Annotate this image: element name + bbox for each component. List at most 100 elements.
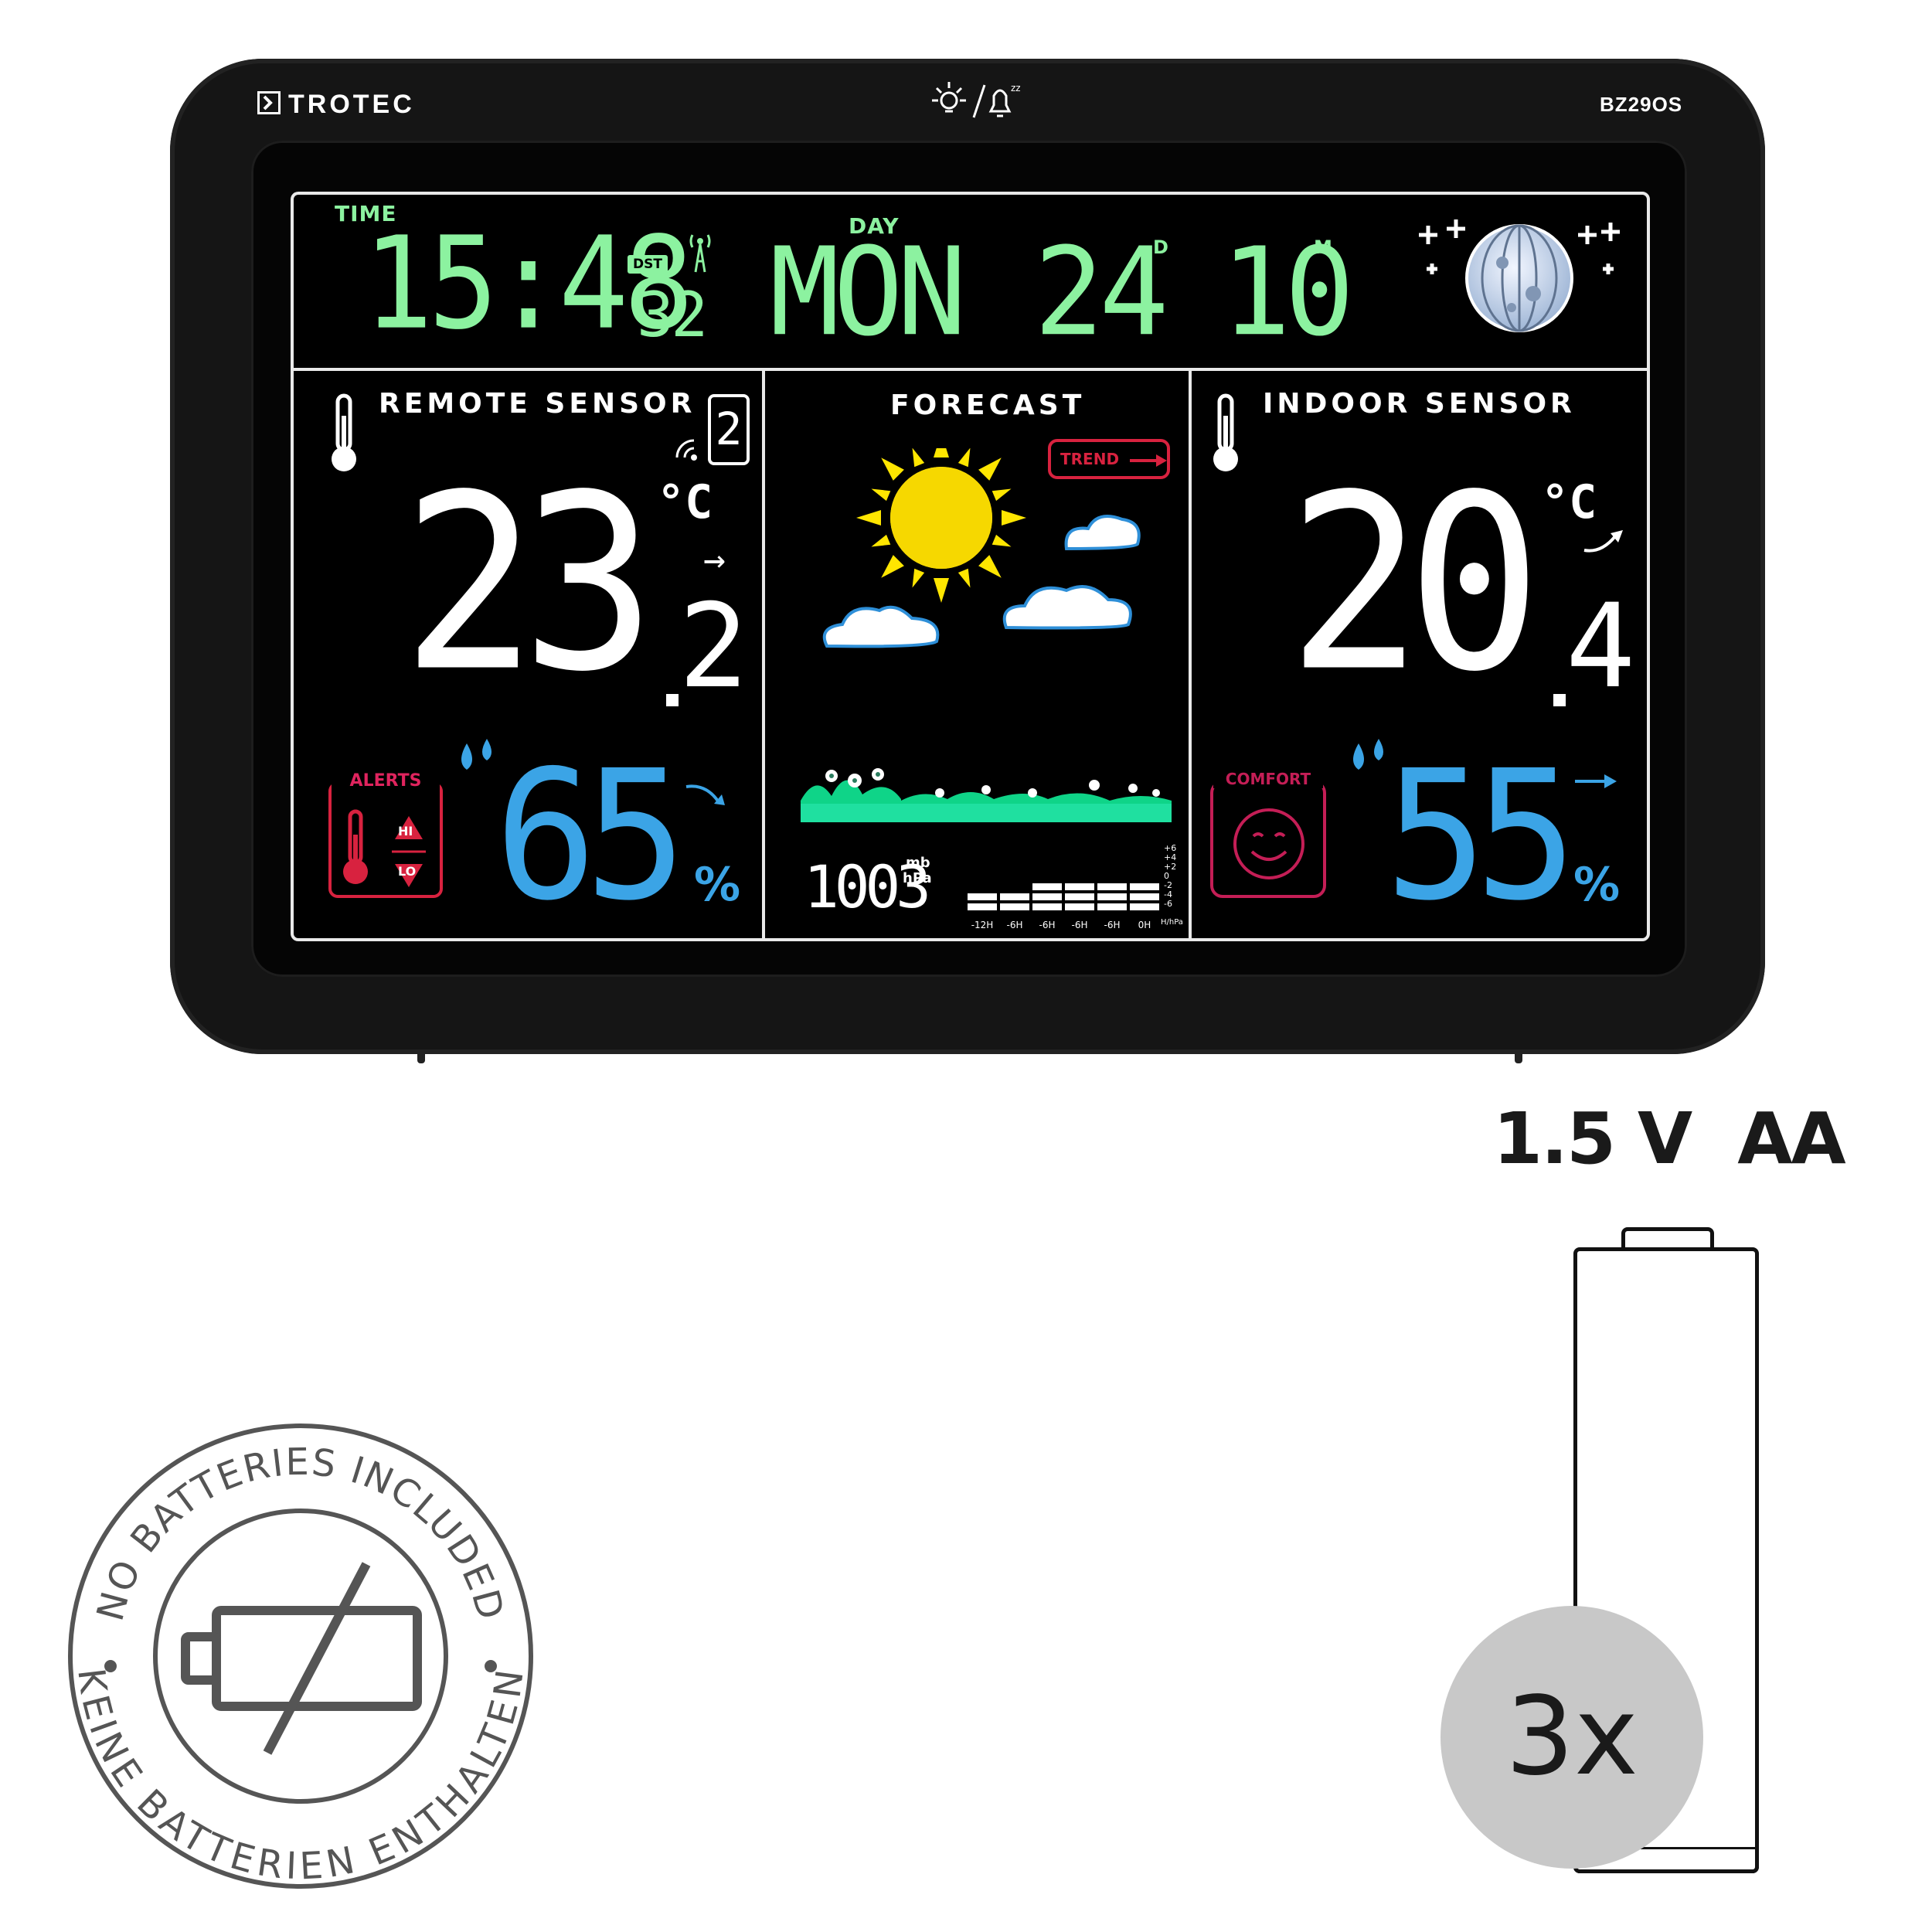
- light-snooze-button[interactable]: zz: [920, 77, 1036, 124]
- pressure-unit-hpa: hPa: [903, 870, 932, 886]
- crossed-battery-icon: [181, 1562, 422, 1755]
- date-month: 10: [1221, 222, 1355, 364]
- remote-temperature-unit: °C: [657, 475, 713, 529]
- alerts-indicator: ALERTS HI LO: [328, 771, 443, 898]
- device-foot-right: [1515, 1053, 1522, 1063]
- pressure-scale-label: +6: [1164, 843, 1177, 853]
- wireless-signal-icon: [674, 437, 700, 464]
- comfort-indicator: COMFORT: [1210, 770, 1326, 898]
- pressure-history-bar-segment: [1130, 883, 1159, 890]
- forecast-title: FORECAST: [890, 389, 1086, 421]
- dst-badge: DST: [628, 255, 668, 274]
- indoor-temperature-trend-arrow: [1581, 527, 1628, 558]
- clock-seconds: 32: [637, 279, 708, 351]
- pressure-history-label: -12H: [971, 920, 994, 930]
- pressure-history-bar-segment: [968, 903, 997, 910]
- comfort-smiley-icon: [1233, 808, 1304, 879]
- pressure-history-bar-segment: [1000, 893, 1029, 900]
- remote-temperature-trend-arrow: →: [703, 538, 726, 581]
- pressure-unit-mb: mb: [906, 855, 930, 871]
- no-batteries-stamp: NO BATTERIES INCLUDED KEINE BATTERIEN EN…: [65, 1420, 536, 1892]
- indoor-temperature-decimal: 4: [1566, 580, 1636, 714]
- battery-count-badge: 3x: [1440, 1606, 1703, 1869]
- no-batteries-text-bottom: KEINE BATTERIEN ENTHALTEN: [69, 1666, 531, 1889]
- pressure-history-bar-segment: [1065, 883, 1094, 890]
- pressure-history-bar-segment: [1032, 883, 1062, 890]
- remote-humidity-trend-arrow: [683, 779, 730, 810]
- svg-text:NO BATTERIES INCLUDED: NO BATTERIES INCLUDED: [89, 1440, 513, 1625]
- battery-terminal: [1621, 1227, 1714, 1250]
- pressure-history-bar-segment: [1065, 903, 1094, 910]
- indoor-temperature-integer: 20: [1287, 444, 1542, 726]
- pressure-scale-label: +2: [1164, 862, 1177, 872]
- pressure-history-bar-segment: [1097, 883, 1127, 890]
- indoor-temperature-decimal-point: [1553, 694, 1566, 706]
- weekday: MON: [770, 222, 967, 364]
- pressure-history-bar-segment: [1130, 893, 1159, 900]
- pressure-history-bar-segment: [1130, 903, 1159, 910]
- channel-indicator: 2: [708, 394, 750, 465]
- pressure-history-label: 0H: [1138, 920, 1151, 930]
- pressure-history-label: -6H: [1071, 920, 1088, 930]
- pressure-history-label: -6H: [1006, 920, 1023, 930]
- device-foot-left: [417, 1053, 425, 1063]
- pressure-scale-label: -2: [1164, 880, 1172, 890]
- indoor-humidity-unit: %: [1573, 858, 1621, 912]
- day-label: DAY: [849, 213, 900, 239]
- indoor-temperature-unit: °C: [1541, 475, 1597, 529]
- no-batteries-text-top: NO BATTERIES INCLUDED: [89, 1440, 512, 1625]
- pressure-scale-label: +4: [1164, 852, 1177, 862]
- pressure-history-bar-segment: [968, 893, 997, 900]
- pressure-history-bar-segment: [1032, 893, 1062, 900]
- humidity-drops-icon: [453, 736, 499, 785]
- indoor-sensor-title: INDOOR SENSOR: [1263, 388, 1576, 420]
- pressure-history-chart: -12H -6H -6H -6H -6H 0H: [968, 862, 1161, 932]
- light-icon: [932, 82, 966, 113]
- remote-humidity: 65: [495, 732, 687, 940]
- pressure-history-label: -6H: [1104, 920, 1121, 930]
- pressure-history-bar-segment: [1097, 903, 1127, 910]
- forecast-landscape-icon: [801, 757, 1172, 827]
- battery-spec: 1.5 V AA: [1493, 1097, 1846, 1180]
- remote-sensor-title: REMOTE SENSOR: [379, 388, 696, 420]
- remote-temperature-decimal: 2: [679, 580, 749, 714]
- pressure-scale-unit: H/hPa: [1161, 918, 1183, 927]
- trotec-logo-icon: [257, 91, 281, 114]
- moon-phase-icon: [1403, 216, 1635, 355]
- remote-humidity-unit: %: [694, 858, 741, 912]
- indoor-humidity-drops-icon: [1345, 736, 1391, 785]
- pressure-history-bar-segment: [1097, 893, 1127, 900]
- date-day: 24: [1034, 222, 1169, 364]
- pressure-scale-label: 0: [1164, 871, 1169, 881]
- thermometer-icon: [328, 393, 359, 474]
- remote-temperature-decimal-point: [666, 694, 679, 706]
- radio-signal-icon: [685, 230, 716, 274]
- pressure-history-bar-segment: [1000, 903, 1029, 910]
- pressure-history-bar-segment: [1065, 893, 1094, 900]
- pressure-scale-label: -4: [1164, 889, 1172, 900]
- svg-text:zz: zz: [1011, 83, 1021, 94]
- month-unit: M: [1314, 236, 1332, 258]
- svg-text:KEINE BATTERIEN ENTHALTEN: KEINE BATTERIEN ENTHALTEN: [69, 1666, 532, 1889]
- indoor-thermometer-icon: [1210, 393, 1241, 474]
- alarm-bell-icon: [988, 89, 1012, 117]
- day-unit: D: [1153, 236, 1168, 258]
- lcd-divider-right: [1189, 369, 1192, 938]
- lcd-divider-left: [762, 369, 765, 938]
- clock-time: 15:48: [363, 209, 694, 359]
- brand-logo: TROTEC: [288, 90, 415, 119]
- model-number: BZ29OS: [1600, 93, 1683, 116]
- lcd-divider-horizontal: [294, 368, 1648, 371]
- alert-thermometer-icon: [343, 809, 426, 887]
- indoor-humidity: 55: [1385, 732, 1577, 940]
- time-label: TIME: [335, 201, 397, 226]
- forecast-weather-icon: [804, 433, 1175, 680]
- indoor-humidity-trend-arrow: [1573, 770, 1620, 793]
- pressure-history-label: -6H: [1039, 920, 1056, 930]
- pressure-scale-label: -6: [1164, 899, 1172, 909]
- trend-arrow-icon: [1130, 454, 1167, 467]
- pressure-value: 1003: [804, 852, 931, 921]
- remote-temperature-integer: 23: [402, 444, 656, 726]
- pressure-history-bar-segment: [1032, 903, 1062, 910]
